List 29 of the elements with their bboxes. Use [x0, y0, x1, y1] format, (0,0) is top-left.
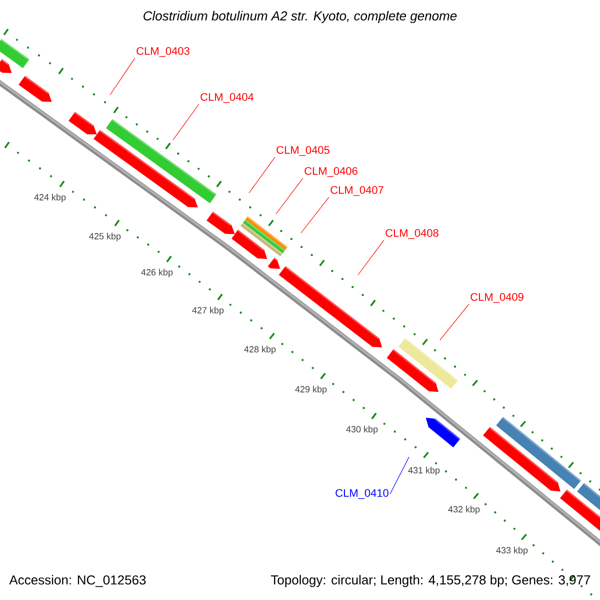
leader-line — [440, 304, 470, 340]
leader-line — [390, 456, 410, 494]
gene-label: CLM_0405 — [276, 146, 330, 156]
tick-label: 426 kbp — [141, 268, 173, 278]
leader-line — [358, 240, 384, 276]
gene-label: CLM_0408 — [386, 229, 438, 239]
tick-label: 431 kbp — [408, 466, 440, 476]
leader-line — [110, 58, 136, 96]
footer-text: Topology: circular; Length: 4,155,278 bp; Genes: 3,977 — [270, 574, 590, 588]
title: Clostridium botulinum A2 str. Kyoto, complete genome — [144, 10, 457, 24]
tick-label: 424 kbp — [34, 194, 66, 202]
tick-label: 433 kbp — [496, 546, 528, 556]
tick-label: 430 kbp — [346, 426, 378, 434]
tick-label: 428 kbp — [244, 346, 276, 354]
leader-line — [248, 156, 276, 194]
gene-label: CLM_0409 — [470, 293, 524, 303]
leader-line — [300, 196, 330, 234]
tick-label: 425 kbp — [89, 232, 121, 242]
gene-label: CLM_0406 — [304, 167, 358, 177]
gene-label: CLM_0407 — [330, 186, 384, 196]
gene-label: CLM_0404 — [200, 93, 254, 103]
tick-label: 429 kbp — [295, 386, 327, 394]
gene-label: CLM_0403 — [136, 47, 190, 57]
tick-label: 432 kbp — [448, 506, 480, 514]
gene-label: CLM_0410 — [336, 489, 388, 499]
tick-label: 427 kbp — [192, 306, 224, 316]
leader-line — [172, 104, 200, 140]
leader-line — [276, 178, 304, 214]
footer-text: Accession: NC_012563 — [9, 575, 146, 588]
